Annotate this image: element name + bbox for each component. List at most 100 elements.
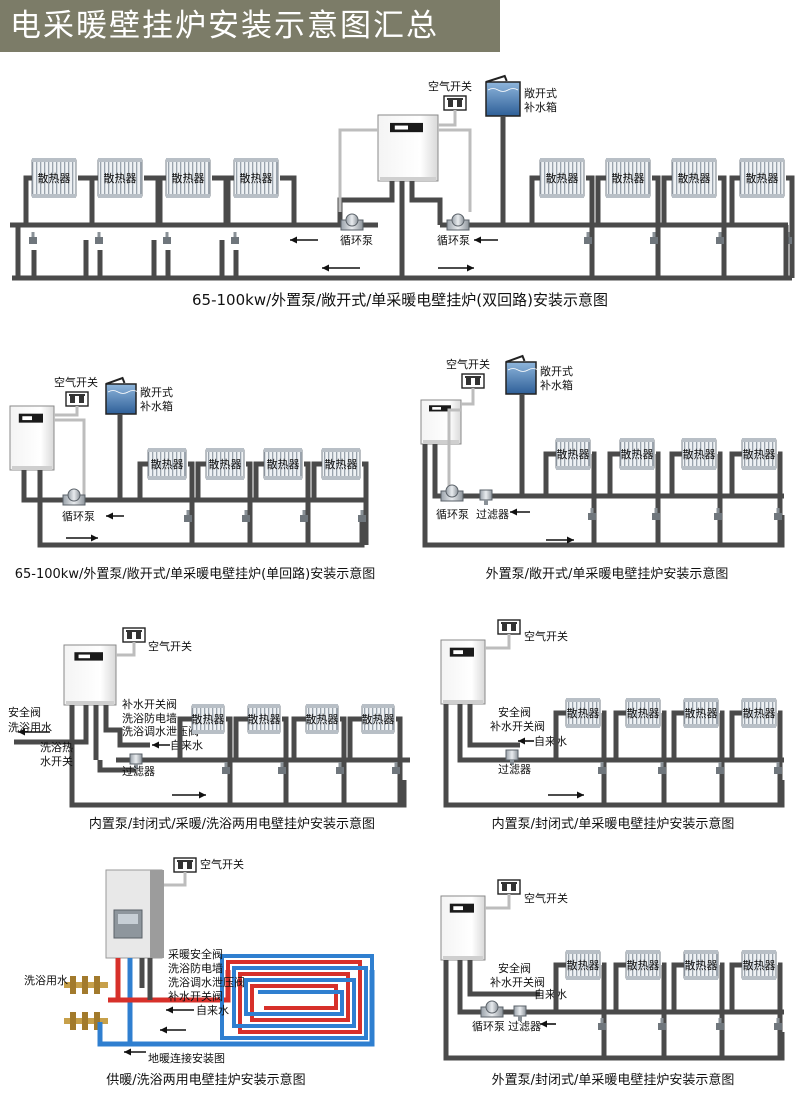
switch-pole-right [136,631,141,639]
radiator-top-rail [322,448,360,452]
pipe [729,451,742,496]
valve-icon [716,232,724,244]
arrow-head [467,264,474,272]
radiator-bottom-rail [540,194,584,198]
arrow-head [106,512,113,520]
valve-icon [184,510,192,522]
arrow-left-icon [518,737,534,745]
valve-icon [774,1018,782,1030]
radiator-top-rail [306,704,338,708]
pipe [601,962,607,1058]
arrow-left-icon [166,1006,194,1014]
radiator-top-rail [32,158,76,162]
switch-pole-left [502,883,507,891]
valve-body [29,237,37,244]
pump-label: 循环泵 [436,508,469,521]
switch-pole-left [127,631,132,639]
valve-icon [658,762,666,774]
valve-stem [302,510,306,515]
electric-boiler [440,639,486,705]
tap-water-label: 自来水 [534,988,567,1001]
signal-wire [54,406,79,417]
pipe [543,451,556,496]
radiator-label: 散热器 [267,457,300,471]
boiler-screen [432,407,441,410]
bath-relief-label: 洗浴调水泄压阀 [122,724,199,738]
pipe [337,181,395,225]
radiator-label: 散热器 [567,958,600,972]
radiator-bottom-rail [322,476,360,480]
valve-stem [718,1018,722,1023]
radiator-label: 散热器 [546,171,579,185]
signal-wire [164,872,187,887]
valve-icon [242,510,250,522]
manifold-valve [94,1012,100,1030]
floor-connection-label: 地暖连接安装图 [148,1051,225,1065]
valve-icon [300,510,308,522]
filter-body [129,753,143,765]
arrow-head [199,791,206,799]
pump-icon [446,213,470,231]
manifold-valve [70,1012,76,1030]
radiator-bottom-rail [626,724,660,728]
valve-body [716,1023,724,1030]
valve-icon [658,1018,666,1030]
caption-d1: 65-100kw/外置泵/敞开式/单采暖电壁挂炉(双回路)安装示意图 [192,291,608,309]
valve-icon [652,508,660,520]
arrow-head [322,264,329,272]
radiator-top-rail [166,158,210,162]
pump-icon [440,484,464,502]
tap-water-label: 自来水 [170,739,203,752]
pipe [777,451,783,545]
expansion-tank [505,354,539,395]
radiator-label: 散热器 [743,447,776,461]
radiator-label: 散热器 [567,706,600,720]
pipe [652,175,661,278]
manifold-valve [94,976,100,994]
radiator-bottom-rail [248,730,280,734]
pipe [225,175,234,225]
pipe [655,451,661,545]
radiator-top-rail [742,438,776,442]
valve-body [774,513,782,520]
diagram-floor-heating: 空气开关洗浴用水采暖安全阀洗浴防电墙洗浴调水泄压阀补水开关阀自来水地暖连接安装图… [24,857,375,1088]
filter-label: 过滤器 [122,765,155,778]
pipe [553,962,566,1012]
valve-body [598,767,606,774]
pipe [671,962,684,1012]
air-switch-label: 空气开关 [54,375,98,389]
tank-body [505,361,537,395]
pipe [669,451,682,496]
safety-valve-label: 安全阀 [8,705,41,719]
signal-wire [54,418,86,500]
valve-icon [598,762,606,774]
pump-head [445,484,459,498]
valve-stem [338,762,342,767]
diagram-single-loop: 空气开关敞开式补水箱循环泵散热器散热器散热器散热器65-100kw/外置泵/敞开… [9,375,375,582]
pipe [89,175,98,225]
pipe [37,470,365,548]
radiator: 散热器 [741,698,777,728]
valve-body [774,767,782,774]
radiator-bottom-rail [206,476,244,480]
signal-wire [485,894,511,910]
air-switch-label: 空气开关 [524,629,568,643]
caption-d4: 内置泵/封闭式/采暖/洗浴两用电壁挂炉安装示意图 [89,816,375,832]
radiator-label: 散热器 [685,958,718,972]
arrow-head [152,741,159,749]
bath-hot-switch-label-1: 洗浴热 [40,741,73,754]
boiler-screen [394,125,408,130]
bath-relief-label: 洗浴调水泄压阀 [168,975,245,989]
pipe [233,716,248,760]
valve-stem [233,232,237,237]
filter-plug [484,500,488,505]
radiator-bottom-rail [740,194,784,198]
radiator-bottom-rail [362,730,394,734]
boiler-screen [22,416,32,421]
pipe [613,962,626,1012]
filter-label: 过滤器 [508,1020,541,1033]
radiator-bottom-rail [742,976,776,980]
valve-stem [600,1018,604,1023]
filter-icon [129,753,143,769]
